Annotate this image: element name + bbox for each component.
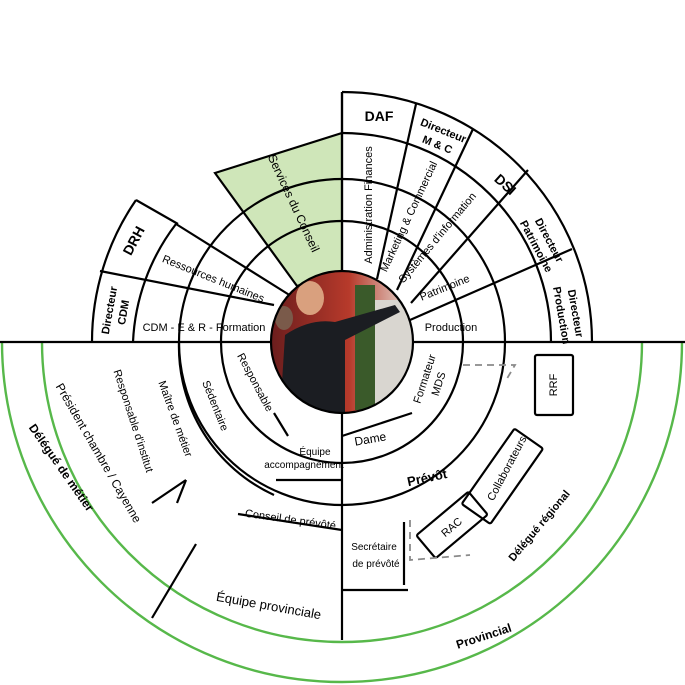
label-responsable-institut: Responsable d'institut bbox=[111, 368, 156, 474]
label-rrf: RRF bbox=[548, 373, 560, 396]
center-ring bbox=[269, 269, 415, 415]
divider-inst bbox=[175, 479, 188, 504]
label-secretaire-2: de prévôté bbox=[352, 559, 400, 570]
dashed-link-rac bbox=[409, 520, 471, 561]
label-equipe-provinciale: Équipe provinciale bbox=[215, 589, 322, 622]
label-administration-finances: Administration Finances bbox=[363, 146, 375, 264]
provincial-ring bbox=[0, 341, 684, 684]
divider-dsi bbox=[396, 128, 474, 291]
label-dame: Dame bbox=[353, 429, 387, 448]
divider-cdm bbox=[175, 223, 292, 297]
label-ressources-humaines: Ressources humaines bbox=[160, 253, 266, 305]
top-outer-arc bbox=[341, 90, 594, 343]
label-maitre-de-metier: Maître de métier bbox=[155, 379, 194, 459]
divider-prod bbox=[409, 247, 573, 322]
label-equipe-accompagnement-2: accompagnement bbox=[264, 460, 344, 471]
label-sedentaire: Sédentaire bbox=[199, 379, 230, 433]
divider-mc bbox=[375, 103, 418, 280]
label-responsable: Responsable bbox=[234, 351, 275, 413]
label-prevot: Prévôt bbox=[406, 466, 449, 489]
divider-president bbox=[151, 543, 197, 619]
divider-dame bbox=[341, 411, 413, 438]
collaborateurs-box[interactable] bbox=[461, 428, 544, 525]
divider-drh bbox=[135, 199, 179, 225]
label-directeur-cdm-1: Directeur bbox=[100, 285, 120, 335]
label-provincial: Provincial bbox=[454, 621, 513, 652]
left-lower-arc-1 bbox=[177, 341, 275, 496]
label-secretaire-1: Secrétaire bbox=[351, 542, 397, 553]
label-drh: DRH bbox=[119, 224, 147, 258]
label-directeur-cdm-2: CDM bbox=[116, 299, 132, 326]
dashed-link-rrf bbox=[463, 364, 517, 383]
rrf-box[interactable] bbox=[533, 353, 575, 417]
divider-pat bbox=[410, 169, 529, 304]
label-dsi: DSI bbox=[491, 171, 519, 199]
divider-prov bbox=[237, 512, 343, 532]
label-equipe-accompagnement-1: Équipe bbox=[299, 445, 331, 458]
label-daf: DAF bbox=[365, 108, 394, 124]
divider-maitre bbox=[151, 479, 187, 504]
divider-rh bbox=[99, 269, 275, 307]
label-production: Production bbox=[425, 322, 478, 334]
label-cdm-formation: CDM - E & R - Formation bbox=[143, 322, 266, 334]
rac-box[interactable] bbox=[416, 491, 488, 559]
label-conseil-de-prevote: Conseil de prévôté bbox=[244, 508, 337, 533]
label-collaborateurs: Collaborateurs bbox=[485, 434, 529, 503]
divider-responsable bbox=[273, 412, 289, 437]
delegue-ring bbox=[40, 341, 644, 644]
top-mid-arc bbox=[341, 131, 553, 343]
label-delegue-regional: Délégué régional bbox=[507, 488, 573, 564]
left-top-arc bbox=[90, 199, 137, 343]
